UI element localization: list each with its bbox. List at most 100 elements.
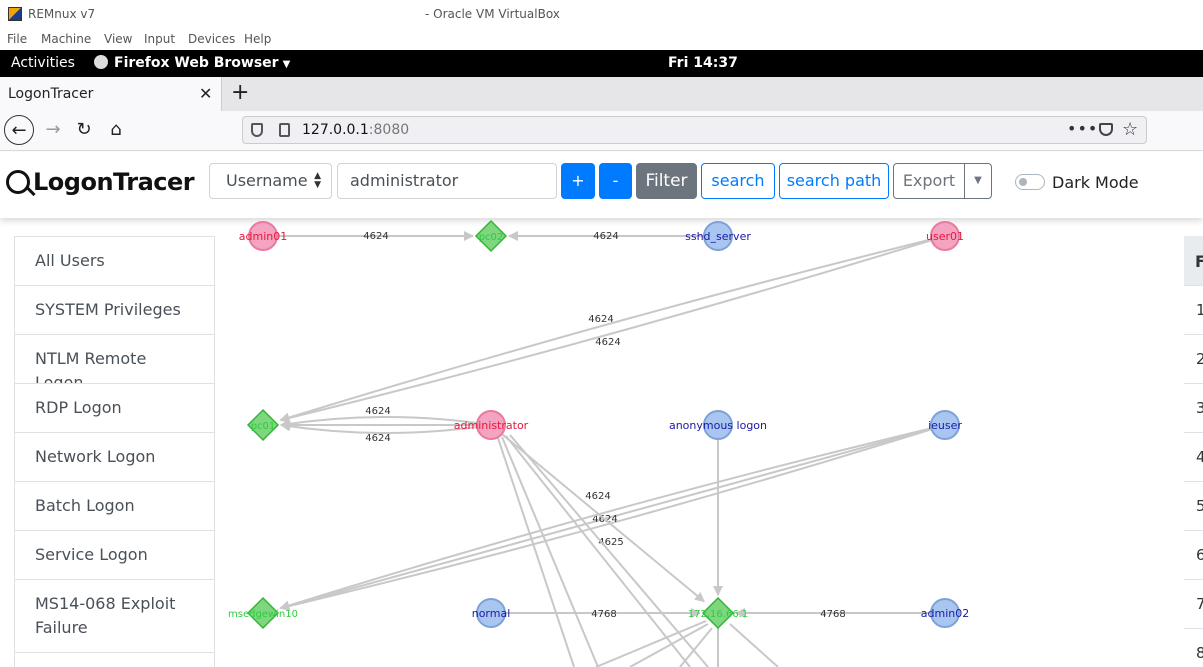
graph-edge[interactable] [501,436,599,667]
virtualbox-app-icon [8,7,22,21]
graph-edge[interactable] [505,435,691,667]
table-row[interactable]: 4 [1184,432,1203,481]
sidebar-item-rdp-logon[interactable]: RDP Logon [14,383,215,433]
page-actions-icon[interactable]: ••• [1067,119,1099,138]
firefox-icon [94,55,108,69]
graph-node[interactable] [248,221,278,251]
search-input[interactable]: administrator [337,163,557,199]
node-label: administrator [454,419,529,432]
graph-node[interactable] [476,410,506,440]
node-label: pc01 [251,421,276,432]
activities-button[interactable]: Activities [11,55,75,71]
graph-edge[interactable] [629,623,709,667]
graph-node[interactable] [246,596,280,630]
node-label: ieuser [928,419,962,432]
export-dropdown-toggle[interactable]: ▼ [964,163,992,199]
graph-node[interactable] [703,410,733,440]
edge-label: 4624 [593,231,618,242]
chevron-down-icon: ▼ [282,59,291,70]
caret-down-icon: ▼ [974,175,982,186]
logo-text: LogonTracer [33,168,195,196]
table-row[interactable]: 8 [1184,628,1203,667]
vbox-menu-bar: File Machine View Input Devices Help [0,30,1203,50]
graph-edge[interactable] [679,627,713,667]
graph-edge[interactable] [490,424,705,603]
sidebar-item-ms14-068[interactable]: MS14-068 Exploit Failure [14,579,215,653]
graph-edge[interactable] [279,424,946,611]
new-tab-button[interactable]: + [231,80,250,105]
sidebar-item-system-privileges[interactable]: SYSTEM Privileges [14,285,215,335]
graph-node[interactable] [703,221,733,251]
home-button[interactable]: ⌂ [110,119,122,140]
graph-node[interactable] [246,408,280,442]
filter-button[interactable]: Filter [636,163,697,199]
app-menu[interactable]: Firefox Web Browser▼ [94,55,290,71]
graph-edge[interactable] [279,424,946,611]
sidebar-item-all-users[interactable]: All Users [14,236,215,286]
edge-label: 4624 [365,406,390,417]
sidebar-item-batch-logon[interactable]: Batch Logon [14,481,215,531]
vbox-menu-machine[interactable]: Machine [41,32,92,46]
url-text[interactable]: 127.0.0.1:8080 [302,122,409,138]
edge-label: 4624 [365,433,390,444]
graph-edge[interactable] [729,623,779,667]
close-icon[interactable]: ✕ [199,84,213,103]
remove-search-field-button[interactable]: - [599,163,632,199]
node-label: user01 [926,230,964,243]
graph-node[interactable] [930,598,960,628]
table-row[interactable]: 5 [1184,481,1203,530]
node-label: admin01 [239,230,287,243]
logontracer-toolbar: LogonTracer Username ▲▼ administrator + … [0,152,1203,218]
url-bar[interactable]: 127.0.0.1:8080 ••• ☆ [242,116,1147,144]
graph-edge[interactable] [280,416,492,429]
graph-edge[interactable] [509,434,709,667]
node-label: anonymous logon [669,419,767,432]
bookmark-star-icon[interactable]: ☆ [1122,119,1139,140]
url-host: 127.0.0.1 [302,122,369,138]
graph-edge[interactable] [279,424,946,611]
pocket-icon[interactable] [1099,123,1113,136]
dark-mode-toggle[interactable] [1015,174,1045,190]
node-label: 172.16.66.1 [688,609,748,620]
node-label: pc02 [479,232,504,243]
graph-node[interactable] [930,221,960,251]
graph-edge[interactable] [280,421,492,434]
add-search-field-button[interactable]: + [561,163,595,199]
vbox-menu-help[interactable]: Help [244,32,272,46]
sidebar: All Users SYSTEM Privileges NTLM Remote … [14,236,215,667]
rank-table: F 1 2 3 4 5 6 7 8 [1184,236,1203,667]
tab-logontracer[interactable]: LogonTracer ✕ [0,77,222,111]
graph-edge[interactable] [595,620,707,667]
table-row[interactable]: 3 [1184,383,1203,432]
table-row[interactable]: 6 [1184,530,1203,579]
search-path-button[interactable]: search path [779,163,889,199]
shield-icon[interactable] [251,123,263,137]
export-button[interactable]: Export [893,163,965,199]
table-row[interactable]: 2 [1184,334,1203,383]
graph-edge[interactable] [497,437,575,667]
vbox-menu-file[interactable]: File [7,32,28,46]
page-info-icon[interactable] [279,123,290,137]
reload-button[interactable]: ↻ [76,119,92,140]
search-button[interactable]: search [701,163,775,199]
forward-button[interactable]: → [45,119,61,140]
sidebar-item-next[interactable] [14,652,215,667]
graph-edge[interactable] [279,235,946,423]
table-row[interactable]: 7 [1184,579,1203,628]
sidebar-item-service-logon[interactable]: Service Logon [14,530,215,580]
table-row[interactable]: 1 [1184,285,1203,334]
graph-node[interactable] [474,219,508,253]
sidebar-item-ntlm-remote-logon[interactable]: NTLM Remote Logon [14,334,215,392]
back-button[interactable]: ← [4,115,34,145]
graph-node[interactable] [930,410,960,440]
clock[interactable]: Fri 14:37 [668,55,738,71]
sidebar-item-network-logon[interactable]: Network Logon [14,432,215,482]
search-type-select[interactable]: Username ▲▼ [209,163,332,199]
graph-node[interactable] [701,596,735,630]
vbox-menu-view[interactable]: View [104,32,133,46]
vbox-menu-devices[interactable]: Devices [188,32,236,46]
vbox-menu-input[interactable]: Input [144,32,176,46]
graph-node[interactable] [476,598,506,628]
graph-edge[interactable] [279,235,946,423]
